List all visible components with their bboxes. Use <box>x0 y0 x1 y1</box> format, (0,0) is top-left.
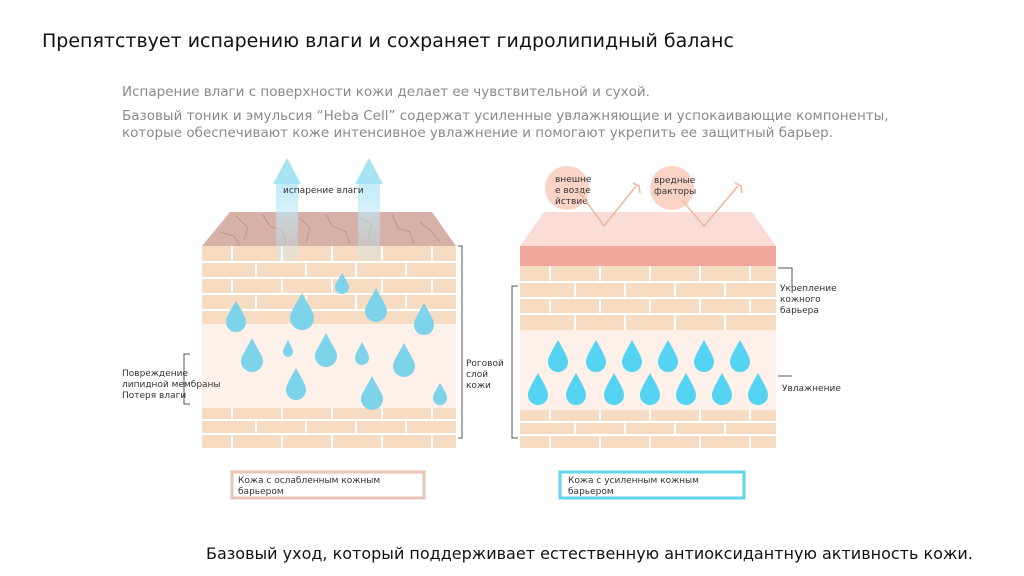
left-dry-surface <box>202 212 456 246</box>
left-caption-line1: Кожа с ослабленным кожным <box>238 476 380 486</box>
external-label-2: е возде <box>555 186 591 196</box>
evaporation-arrow-icon <box>355 158 383 184</box>
harmful-label-2: факторы <box>654 187 696 197</box>
footer-text: Базовый уход, который поддерживает естес… <box>206 544 973 563</box>
damage-label-2: липидной мембраны <box>122 380 221 390</box>
right-barrier-layer <box>520 246 776 266</box>
stratum-label-1: Роговой <box>466 359 504 369</box>
right-surface <box>520 212 776 246</box>
moisture-label: Увлажнение <box>782 384 841 394</box>
barrier-label-1: Укрепление <box>780 284 837 294</box>
evaporation-label: испарение влаги <box>283 186 364 196</box>
left-caption-line2: барьером <box>238 487 284 497</box>
right-caption-line1: Кожа с усиленным кожным <box>568 476 699 486</box>
harmful-label-1: вредные <box>654 176 696 186</box>
damage-label-3: Потеря влаги <box>122 391 186 401</box>
evaporation-arrow-icon <box>273 158 301 184</box>
damage-label-1: Повреждение <box>122 369 188 379</box>
right-skin-block <box>520 212 776 448</box>
stratum-label-2: слой <box>466 370 488 380</box>
right-caption-line2: барьером <box>568 487 614 497</box>
barrier-label-2: кожного <box>780 295 821 305</box>
barrier-label-3: барьера <box>780 306 819 316</box>
stratum-label-3: кожи <box>466 381 491 391</box>
middle-bracket <box>458 246 518 438</box>
external-label-1: внешне <box>555 175 592 185</box>
